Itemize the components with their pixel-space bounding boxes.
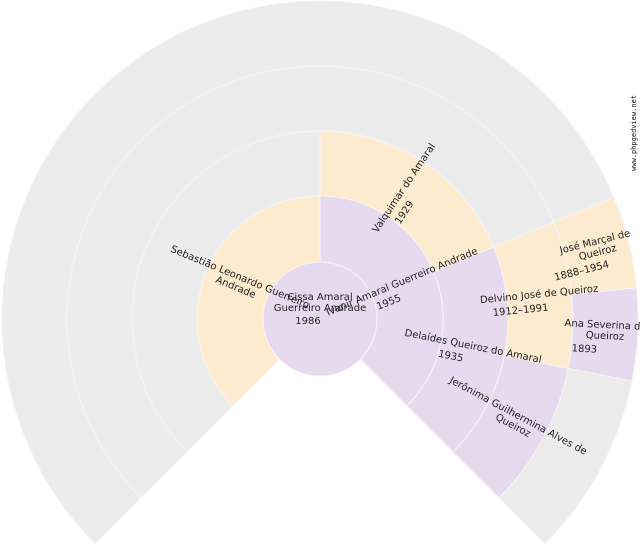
watermark[interactable]: www.phpgedview.net: [630, 95, 638, 171]
svg-text:Ana Severina deQueiroz1893: Ana Severina deQueiroz1893: [563, 318, 640, 358]
person-father[interactable]: [196, 195, 321, 407]
person-mgm-fm[interactable]: [567, 287, 639, 382]
person-mgm-mother[interactable]: [452, 355, 569, 499]
person-label-mgm-fm: Ana Severina deQueiroz1893: [563, 318, 640, 358]
